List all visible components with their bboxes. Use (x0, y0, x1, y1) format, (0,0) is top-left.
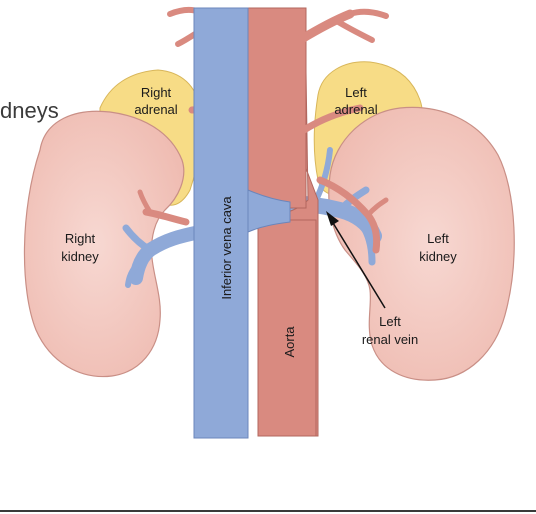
label-right-kidney: Right kidney (61, 231, 99, 264)
svg-text:Left: Left (345, 85, 367, 100)
label-right-adrenal: Right adrenal (134, 85, 177, 117)
svg-text:Left: Left (427, 231, 449, 246)
svg-text:adrenal: adrenal (334, 102, 377, 117)
label-left-kidney: Left kidney (419, 231, 457, 264)
slide-title-fragment: dneys (0, 98, 59, 123)
label-left-renal-vein: Left renal vein (362, 314, 418, 347)
svg-text:adrenal: adrenal (134, 102, 177, 117)
right-kidney-shape (23, 110, 185, 378)
label-inferior-vena-cava: Inferior vena cava (219, 196, 234, 300)
svg-text:Right: Right (65, 231, 96, 246)
label-left-adrenal: Left adrenal (334, 85, 377, 117)
slide-bottom-rule (0, 510, 536, 512)
svg-text:Right: Right (141, 85, 172, 100)
svg-text:Left: Left (379, 314, 401, 329)
left-kidney-shape (328, 106, 515, 381)
svg-text:renal vein: renal vein (362, 332, 418, 347)
inferior-vena-cava-vessel (193, 7, 291, 439)
label-aorta: Aorta (282, 326, 297, 358)
renal-vein-pointer-arrow (326, 211, 386, 309)
right-renal-vessels (122, 189, 207, 288)
svg-text:kidney: kidney (61, 249, 99, 264)
svg-text:kidney: kidney (419, 249, 457, 264)
